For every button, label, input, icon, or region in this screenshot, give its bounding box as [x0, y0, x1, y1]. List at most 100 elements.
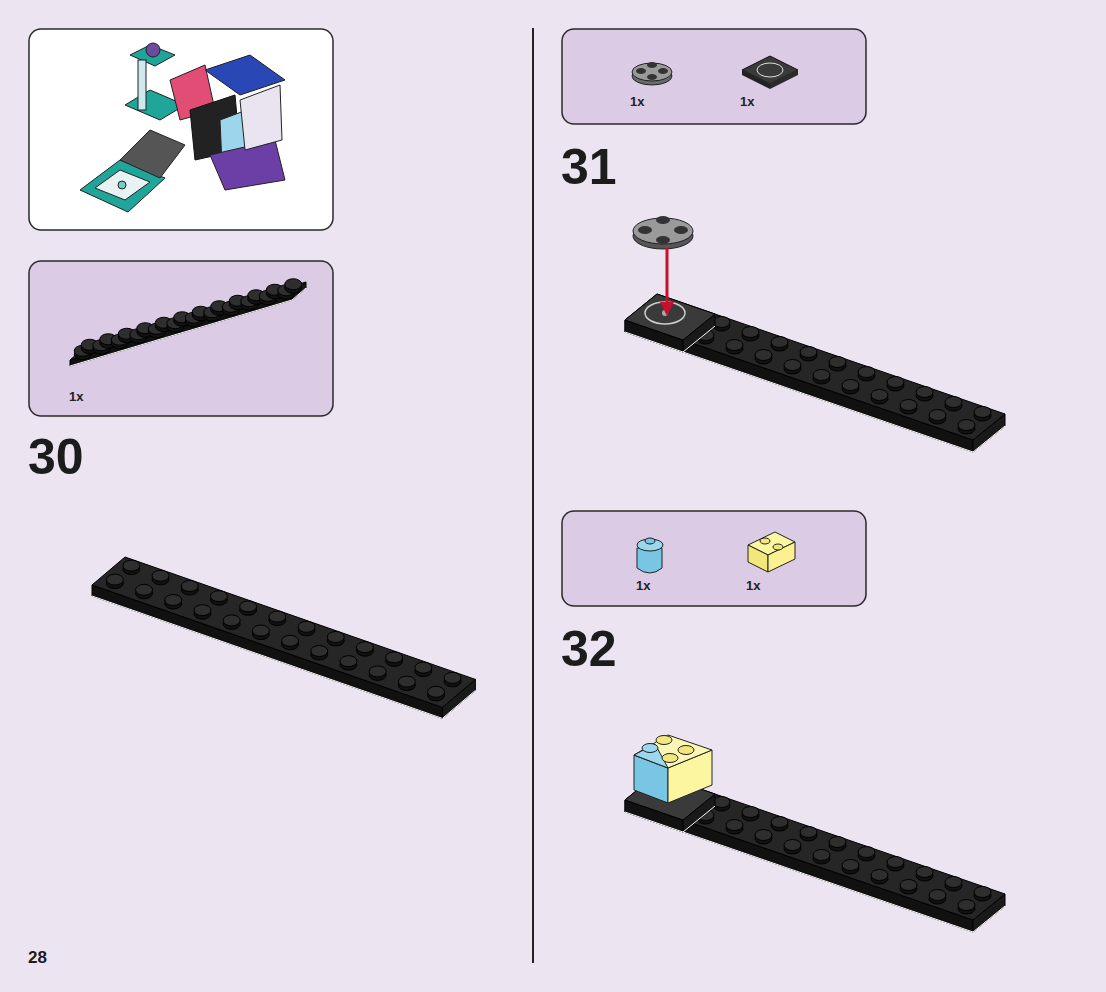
part-quantity: 1x: [630, 94, 644, 109]
brick-shape: [92, 596, 475, 718]
parts-panel: 1x1x: [562, 511, 866, 606]
brick-shape: [269, 611, 286, 622]
brick-shape: [871, 390, 888, 401]
brick-shape: [340, 656, 357, 667]
brick-shape: [742, 327, 759, 338]
brick-shape: [428, 686, 445, 697]
parts-panel-frame: [29, 261, 333, 416]
brick-shape: [813, 850, 830, 861]
brick-shape: [800, 827, 817, 838]
brick-shape: [842, 860, 859, 871]
brick-shape: [386, 652, 403, 663]
brick-shape: [625, 294, 715, 340]
brick-shape: [829, 357, 846, 368]
brick-shape: [829, 837, 846, 848]
brick-shape: [210, 591, 227, 602]
brick-shape: [900, 400, 917, 411]
brick-shape: [929, 890, 946, 901]
brick-shape: [311, 646, 328, 657]
brick-shape: [662, 754, 678, 763]
brick-shape: [656, 736, 672, 745]
step-number: 31: [561, 142, 617, 192]
preview-frame: [29, 29, 333, 230]
brick-shape: [444, 672, 461, 683]
part-yellow-brick: [748, 532, 795, 572]
brick-shape: [70, 288, 306, 366]
parts-panel-frame: [562, 511, 866, 606]
brick-shape: [784, 840, 801, 851]
brick-shape: [152, 570, 169, 581]
model-preview: [80, 43, 285, 212]
brick-shape: [136, 584, 153, 595]
brick-shape: [713, 317, 730, 328]
brick-shape: [165, 595, 182, 606]
brick-shape: [70, 282, 306, 360]
brick-shape: [900, 880, 917, 891]
brick-shape: [327, 632, 344, 643]
stacked-bricks: [634, 735, 712, 803]
brick-shape: [123, 560, 140, 571]
brick-shape: [726, 340, 743, 351]
brick-shape: [800, 347, 817, 358]
brick-shape: [858, 847, 875, 858]
brick-shape: [842, 380, 859, 391]
brick-shape: [369, 666, 386, 677]
brick-shape: [415, 662, 432, 673]
brick-shape: [871, 870, 888, 881]
brick-shape: [887, 857, 904, 868]
parts-panel: 1x 1x: [562, 29, 866, 124]
brick-shape: [223, 615, 240, 626]
brick-shape: [771, 817, 788, 828]
parts-panel: 1x: [29, 261, 333, 416]
part-turntable-base: [742, 56, 798, 89]
brick-shape: [813, 370, 830, 381]
brick-shape: [678, 746, 694, 755]
part-quantity: 1x: [69, 389, 83, 404]
brick-shape: [356, 642, 373, 653]
brick-shape: [634, 735, 712, 768]
part-quantity: 1x: [636, 578, 650, 593]
brick-shape: [916, 867, 933, 878]
part-quantity: 1x: [740, 94, 754, 109]
brick-shape: [755, 350, 772, 361]
brick-shape: [298, 621, 315, 632]
brick-shape: [916, 387, 933, 398]
brick-shape: [625, 806, 715, 832]
brick-shape: [771, 337, 788, 348]
brick-shape: [70, 294, 292, 366]
parts-panel-frame: [562, 29, 866, 124]
falling-round-plate: [633, 216, 693, 316]
brick-shape: [92, 557, 475, 707]
brick-illustrations: [70, 279, 1005, 932]
brick-shape: [929, 410, 946, 421]
placement-arrow: [666, 248, 669, 306]
column-divider: [532, 28, 534, 963]
brick-shape: [945, 877, 962, 888]
brick-shape: [974, 887, 991, 898]
brick-shape: [252, 625, 269, 636]
brick-shape: [642, 744, 658, 753]
brick-shape: [713, 797, 730, 808]
brick-shape: [194, 605, 211, 616]
step-number: 30: [28, 432, 84, 482]
brick-shape: [958, 420, 975, 431]
part-round-brick: [637, 538, 663, 573]
brick-shape: [285, 279, 302, 290]
brick-shape: [755, 830, 772, 841]
brick-shape: [974, 407, 991, 418]
brick-shape: [958, 900, 975, 911]
page-number: 28: [28, 949, 47, 966]
brick-shape: [625, 294, 1005, 440]
brick-shape: [181, 581, 198, 592]
brick-shape: [742, 807, 759, 818]
brick-shape: [282, 635, 299, 646]
brick-shape: [858, 367, 875, 378]
brick-shape: [784, 360, 801, 371]
brick-shape: [398, 676, 415, 687]
brick-shape: [106, 574, 123, 585]
brick-shape: [887, 377, 904, 388]
brick-shape: [240, 601, 257, 612]
step-number: 32: [561, 624, 617, 674]
part-round-plate: [632, 62, 672, 85]
